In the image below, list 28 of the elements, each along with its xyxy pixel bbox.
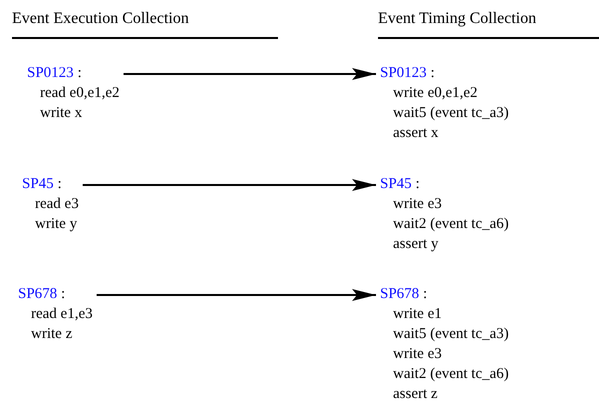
code-line: wait2 (event tc_a6) <box>393 365 509 384</box>
code-line: assert z <box>393 385 438 404</box>
code-line: assert y <box>393 235 438 254</box>
code-line: read e3 <box>35 195 79 214</box>
code-line: write z <box>31 325 72 344</box>
code-line: write x <box>40 104 82 123</box>
code-line: write e3 <box>393 345 442 364</box>
code-line: assert x <box>393 124 438 143</box>
step-label: SP0123 : <box>380 64 435 83</box>
code-line: write e0,e1,e2 <box>393 84 478 103</box>
code-line: wait5 (event tc_a3) <box>393 104 509 123</box>
code-line: read e0,e1,e2 <box>40 84 120 103</box>
column-heading: Event Execution Collection <box>12 10 189 28</box>
step-label: SP0123 : <box>27 64 82 83</box>
step-label: SP45 : <box>22 175 62 194</box>
code-line: write y <box>35 215 78 234</box>
arrow <box>82 179 376 191</box>
arrow <box>124 68 376 80</box>
arrow <box>96 289 376 301</box>
code-line: read e1,e3 <box>31 305 93 324</box>
code-line: write e3 <box>393 195 442 214</box>
column-heading: Event Timing Collection <box>378 10 536 28</box>
code-line: wait5 (event tc_a3) <box>393 325 509 344</box>
step-label: SP678 : <box>380 285 428 304</box>
code-line: wait2 (event tc_a6) <box>393 215 509 234</box>
step-label: SP45 : <box>380 175 420 194</box>
step-label: SP678 : <box>18 285 66 304</box>
code-line: write e1 <box>393 305 442 324</box>
